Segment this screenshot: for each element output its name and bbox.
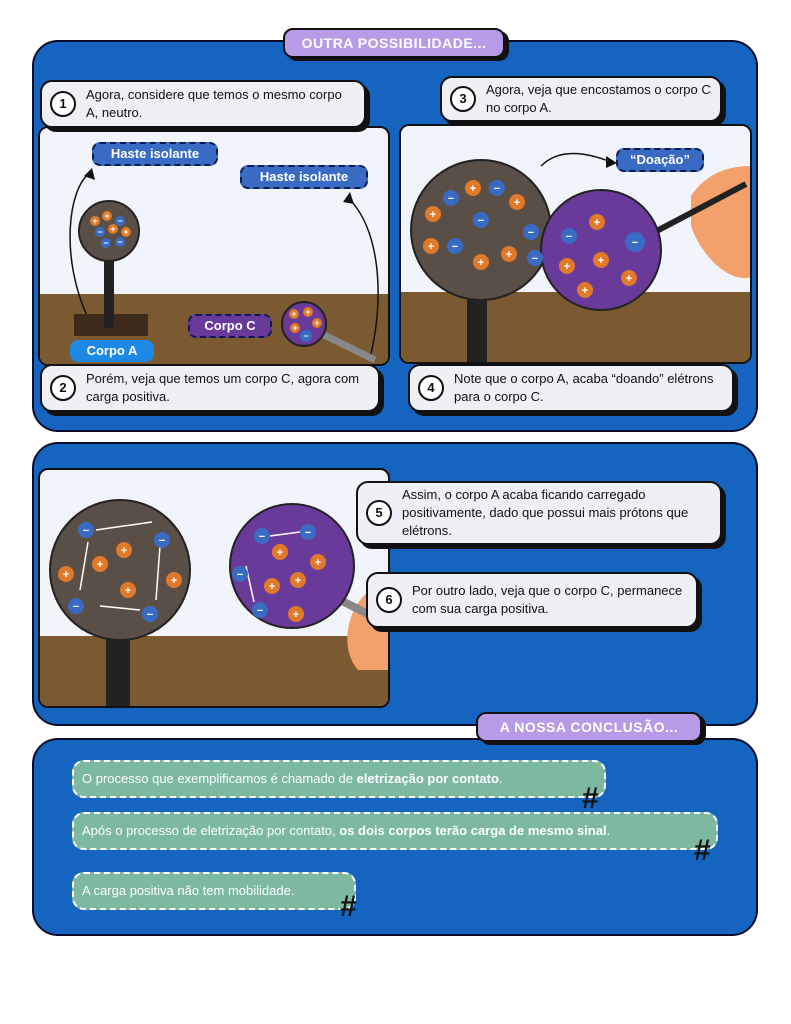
svg-text:−: − bbox=[259, 531, 265, 543]
svg-text:+: + bbox=[104, 211, 109, 221]
panel-3-scene: + − + − + − + − + + − − − + − + + + + bbox=[399, 124, 752, 364]
svg-text:+: + bbox=[598, 255, 604, 267]
svg-text:−: − bbox=[103, 238, 108, 248]
hashtag-icon-2: # bbox=[694, 834, 711, 867]
step-text-1: Agora, considere que temos o mesmo corpo… bbox=[86, 87, 342, 120]
banner-nossa-conclusao: A NOSSA CONCLUSÃO... bbox=[476, 712, 702, 742]
banner-outra-possibilidade: OUTRA POSSIBILIDADE... bbox=[283, 28, 505, 58]
panel-3-illustration: + − + − + − + − + + − − − + − + + + + bbox=[401, 152, 750, 362]
svg-text:+: + bbox=[305, 307, 310, 317]
step-text-5: Assim, o corpo A acaba ficando carregado… bbox=[402, 487, 689, 538]
conclusion-3: A carga positiva não tem mobilidade. bbox=[72, 872, 356, 910]
svg-text:−: − bbox=[632, 237, 638, 249]
svg-text:−: − bbox=[566, 231, 572, 243]
svg-text:+: + bbox=[125, 585, 131, 597]
svg-text:+: + bbox=[564, 261, 570, 273]
svg-text:+: + bbox=[92, 216, 97, 226]
svg-text:+: + bbox=[430, 209, 436, 221]
conclusion-2-prefix: Após o processo de eletrização por conta… bbox=[82, 823, 340, 838]
svg-text:+: + bbox=[470, 183, 476, 195]
svg-text:+: + bbox=[292, 323, 297, 333]
panel-5-scene: − − + + + + + − − − − + + − + + − + bbox=[38, 468, 390, 708]
panel-5-illustration: − − + + + + + − − − − + + − + + − + bbox=[40, 499, 388, 706]
step-number-3: 3 bbox=[450, 86, 476, 112]
step-number-4: 4 bbox=[418, 375, 444, 401]
svg-text:+: + bbox=[121, 545, 127, 557]
svg-text:−: − bbox=[73, 601, 79, 613]
svg-text:−: − bbox=[257, 605, 263, 617]
svg-text:+: + bbox=[314, 318, 319, 328]
svg-text:+: + bbox=[97, 559, 103, 571]
step-bubble-1: 1 Agora, considere que temos o mesmo cor… bbox=[40, 80, 366, 128]
conclusion-1-suffix: . bbox=[498, 771, 503, 786]
step-text-2: Porém, veja que temos um corpo C, agora … bbox=[86, 371, 360, 404]
svg-text:+: + bbox=[315, 557, 321, 569]
step-number-2: 2 bbox=[50, 375, 76, 401]
conclusion-2-suffix: . bbox=[606, 823, 611, 838]
svg-text:−: − bbox=[117, 237, 122, 247]
svg-text:+: + bbox=[295, 575, 301, 587]
svg-text:+: + bbox=[63, 569, 69, 581]
doacao-label: “Doação” bbox=[616, 148, 704, 172]
svg-text:+: + bbox=[626, 273, 632, 285]
hashtag-icon-3: # bbox=[340, 890, 357, 923]
svg-text:−: − bbox=[159, 535, 165, 547]
svg-text:−: − bbox=[303, 331, 308, 341]
conclusion-2-bold: os dois corpos terão carga de mesmo sina… bbox=[339, 823, 607, 838]
step-text-3: Agora, veja que encostamos o corpo C no … bbox=[486, 82, 711, 115]
conclusion-1-prefix: O processo que exemplificamos é chamado … bbox=[82, 771, 357, 786]
svg-text:+: + bbox=[269, 581, 275, 593]
svg-text:−: − bbox=[83, 525, 89, 537]
hashtag-icon-1: # bbox=[582, 782, 599, 815]
svg-text:−: − bbox=[97, 227, 102, 237]
conclusion-1: O processo que exemplificamos é chamado … bbox=[72, 760, 606, 798]
svg-text:−: − bbox=[528, 227, 534, 239]
svg-text:+: + bbox=[478, 257, 484, 269]
svg-text:−: − bbox=[494, 183, 500, 195]
svg-text:+: + bbox=[277, 547, 283, 559]
svg-text:+: + bbox=[428, 241, 434, 253]
svg-text:−: − bbox=[237, 569, 243, 581]
svg-text:+: + bbox=[291, 309, 296, 319]
svg-text:+: + bbox=[293, 609, 299, 621]
step-bubble-4: 4 Note que o corpo A, acaba “doando” elé… bbox=[408, 364, 734, 412]
step-number-1: 1 bbox=[50, 91, 76, 117]
svg-text:−: − bbox=[147, 609, 153, 621]
svg-text:−: − bbox=[305, 527, 311, 539]
step-bubble-5: 5 Assim, o corpo A acaba ficando carrega… bbox=[356, 481, 722, 545]
svg-text:−: − bbox=[452, 241, 458, 253]
corpo-c-label: Corpo C bbox=[188, 314, 272, 338]
corpo-a-label: Corpo A bbox=[70, 340, 154, 362]
step-bubble-2: 2 Porém, veja que temos um corpo C, agor… bbox=[40, 364, 380, 412]
step-text-6: Por outro lado, veja que o corpo C, perm… bbox=[412, 583, 683, 616]
conclusion-2: Após o processo de eletrização por conta… bbox=[72, 812, 718, 850]
svg-text:+: + bbox=[514, 197, 520, 209]
svg-text:−: − bbox=[532, 253, 538, 265]
svg-text:+: + bbox=[171, 575, 177, 587]
svg-text:−: − bbox=[117, 216, 122, 226]
svg-text:+: + bbox=[110, 224, 115, 234]
haste-isolante-label-2: Haste isolante bbox=[240, 165, 368, 189]
svg-text:−: − bbox=[478, 215, 484, 227]
svg-text:−: − bbox=[448, 193, 454, 205]
conclusion-3-prefix: A carga positiva não tem mobilidade. bbox=[82, 883, 295, 898]
conclusion-1-bold: eletrização por contato bbox=[356, 771, 499, 786]
step-bubble-6: 6 Por outro lado, veja que o corpo C, pe… bbox=[366, 572, 698, 628]
svg-text:+: + bbox=[594, 217, 600, 229]
haste-isolante-label-1: Haste isolante bbox=[92, 142, 218, 166]
step-number-5: 5 bbox=[366, 500, 392, 526]
step-bubble-3: 3 Agora, veja que encostamos o corpo C n… bbox=[440, 76, 722, 122]
svg-text:+: + bbox=[582, 285, 588, 297]
svg-text:+: + bbox=[123, 227, 128, 237]
svg-text:+: + bbox=[506, 249, 512, 261]
step-text-4: Note que o corpo A, acaba “doando” elétr… bbox=[454, 371, 714, 404]
step-number-6: 6 bbox=[376, 587, 402, 613]
